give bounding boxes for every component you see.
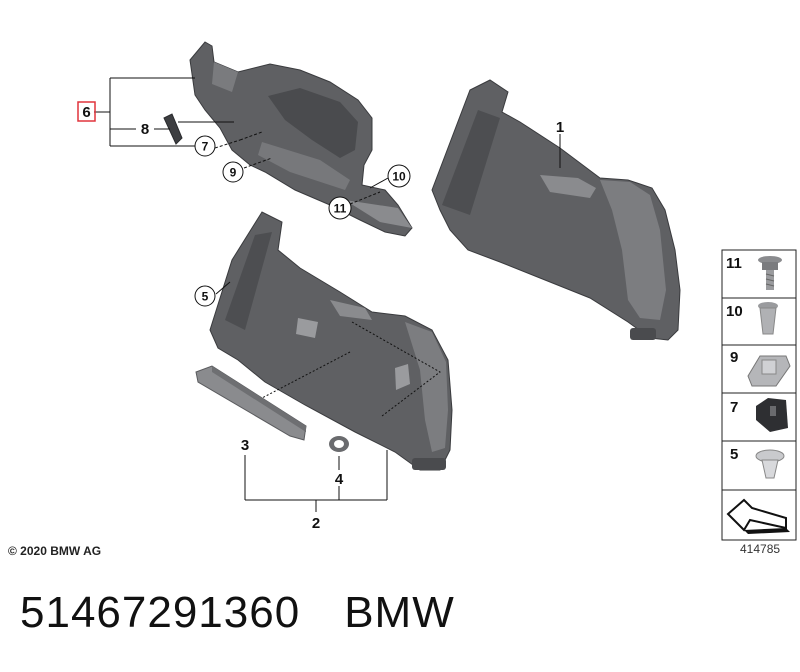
- callout-1[interactable]: 1: [556, 119, 564, 136]
- legend-label-11: 11: [726, 255, 742, 272]
- push-rivet-icon: [755, 449, 785, 479]
- legend-label-5: 5: [730, 446, 738, 463]
- callout-6[interactable]: 6: [82, 104, 90, 121]
- callout-10[interactable]: 10: [387, 164, 411, 188]
- callout-3[interactable]: 3: [241, 437, 249, 454]
- bracket-clip-icon: [756, 398, 788, 432]
- diagram-id: 414785: [740, 542, 780, 556]
- copyright-text: © 2020 BMW AG: [8, 544, 101, 558]
- part-2-lower-trim: [209, 211, 453, 471]
- view-direction-arrow-icon: [726, 498, 790, 534]
- callout-2[interactable]: 2: [312, 515, 320, 532]
- clip-icon: [747, 355, 791, 387]
- callout-11[interactable]: 11: [328, 196, 352, 220]
- brand-name: BMW: [344, 588, 455, 637]
- part-6-upper-trim: [189, 41, 413, 237]
- callout-11-label: 11: [334, 202, 347, 216]
- callout-4[interactable]: 4: [335, 471, 344, 488]
- leader-lines: [94, 77, 561, 512]
- callout-5[interactable]: 5: [194, 285, 216, 307]
- callout-8[interactable]: 8: [141, 121, 149, 138]
- callout-6-highlight: [77, 101, 96, 122]
- part-8-clip: [163, 113, 183, 145]
- rivet-nut-icon: [758, 302, 778, 335]
- side-legend: 11 10 9 7 5: [721, 249, 797, 541]
- callout-9-label: 9: [230, 166, 237, 180]
- part-1-right-trim: [431, 79, 681, 341]
- callout-9[interactable]: 9: [222, 161, 244, 183]
- callout-7-label: 7: [202, 140, 209, 154]
- screw-icon: [758, 256, 782, 290]
- part-number-line: 51467291360 BMW: [20, 588, 499, 638]
- part-3-strip: [195, 365, 307, 441]
- legend-label-9: 9: [730, 349, 738, 366]
- legend-label-7: 7: [730, 399, 738, 416]
- callout-7[interactable]: 7: [194, 135, 216, 157]
- part-number[interactable]: 51467291360: [20, 588, 301, 637]
- part-4-grommet: [329, 436, 349, 452]
- callout-5-label: 5: [202, 290, 209, 304]
- legend-label-10: 10: [726, 303, 743, 320]
- callout-10-label: 10: [392, 170, 406, 184]
